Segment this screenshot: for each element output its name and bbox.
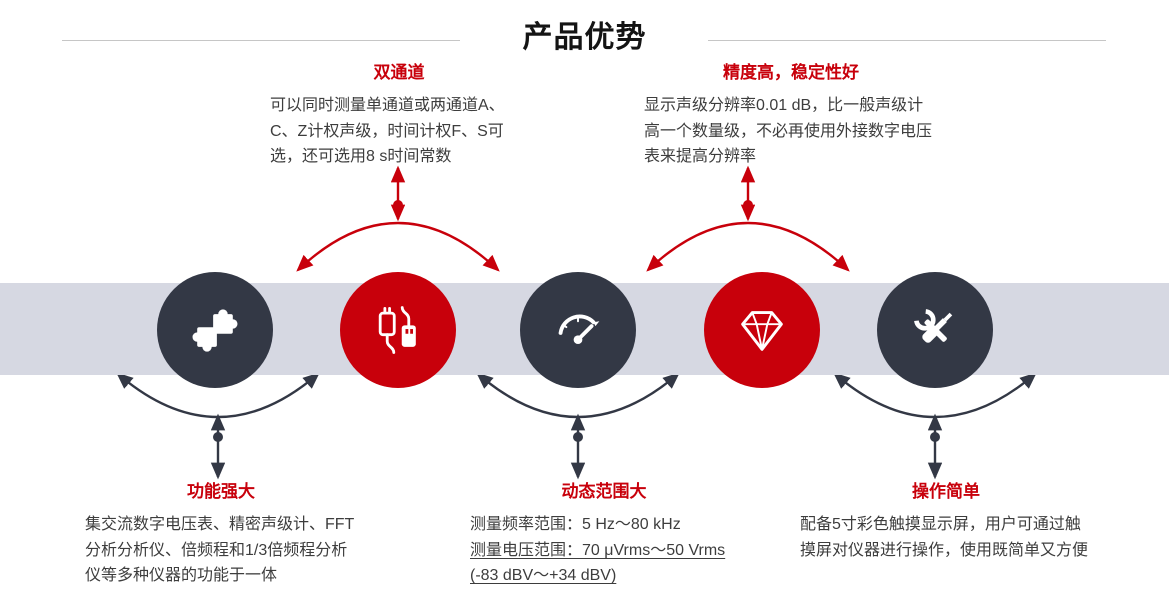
annotation-dual-channel: 双通道 可以同时测量单通道或两通道A、C、Z计权声级，时间计权F、S可选，还可选… — [270, 58, 528, 170]
connector-dot — [743, 200, 753, 210]
crossed-tools-icon — [914, 309, 953, 343]
annotation-body: 配备5寸彩色触摸显示屏，用户可通过触摸屏对仪器进行操作，使用既简单又方便 — [800, 516, 1089, 559]
top-connector-precision — [646, 165, 850, 272]
annotation-title: 精度高，稳定性好 — [723, 63, 859, 82]
annotation-title: 双通道 — [373, 63, 425, 82]
feature-circle-precision — [704, 272, 820, 388]
feature-circle-dual-channel — [340, 272, 456, 388]
annotation-body: 集交流数字电压表、精密声级计、FFT分析分析仪、倍频程和1/3倍频程分析仪等多种… — [85, 516, 355, 585]
bottom-connector-easy-operation — [833, 372, 1037, 480]
annotation-body: 测量频率范围：5 Hz～80 kHz 测量电压范围：70 μVrms～50 Vr… — [470, 512, 738, 589]
bottom-connector-dynamic-range — [476, 372, 680, 480]
gauge-icon — [558, 314, 600, 345]
connector-dot — [213, 432, 223, 442]
usb-cable-icon — [378, 306, 416, 354]
annotation-precision: 精度高，稳定性好 显示声级分辨率0.01 dB，比一般声级计高一个数量级，不必再… — [644, 58, 938, 170]
annotation-easy-operation: 操作简单 配备5寸彩色触摸显示屏，用户可通过触摸屏对仪器进行操作，使用既简单又方… — [800, 477, 1092, 563]
feature-circle-easy-operation — [877, 272, 993, 388]
connector-dot — [573, 432, 583, 442]
feature-circle-multifunction — [157, 272, 273, 388]
measure-frequency-range: 测量频率范围：5 Hz～80 kHz — [470, 516, 681, 533]
annotation-title: 动态范围大 — [561, 482, 647, 501]
annotation-title: 功能强大 — [187, 482, 255, 501]
annotation-functions: 功能强大 集交流数字电压表、精密声级计、FFT分析分析仪、倍频程和1/3倍频程分… — [85, 477, 357, 589]
annotation-dynamic-range: 动态范围大 测量频率范围：5 Hz～80 kHz 测量电压范围：70 μVrms… — [470, 477, 738, 589]
title-divider-right — [708, 40, 1106, 41]
bottom-connector-functions — [116, 372, 320, 480]
annotation-body: 可以同时测量单通道或两通道A、C、Z计权声级，时间计权F、S可选，还可选用8 s… — [270, 97, 505, 166]
title-divider-left — [62, 40, 460, 41]
puzzle-icon — [192, 309, 238, 352]
measure-voltage-range: 测量电压范围：70 μVrms～50 Vrms (-83 dBV～+34 dBV… — [470, 541, 726, 585]
connector-dot — [393, 200, 403, 210]
feature-circle-dynamic-range — [520, 272, 636, 388]
top-connector-dual-channel — [296, 165, 500, 272]
page-title: 产品优势 — [522, 21, 647, 54]
annotation-body: 显示声级分辨率0.01 dB，比一般声级计高一个数量级，不必再使用外接数字电压表… — [644, 97, 933, 166]
connector-dot — [930, 432, 940, 442]
annotation-title: 操作简单 — [912, 482, 980, 501]
diamond-icon — [741, 311, 783, 351]
